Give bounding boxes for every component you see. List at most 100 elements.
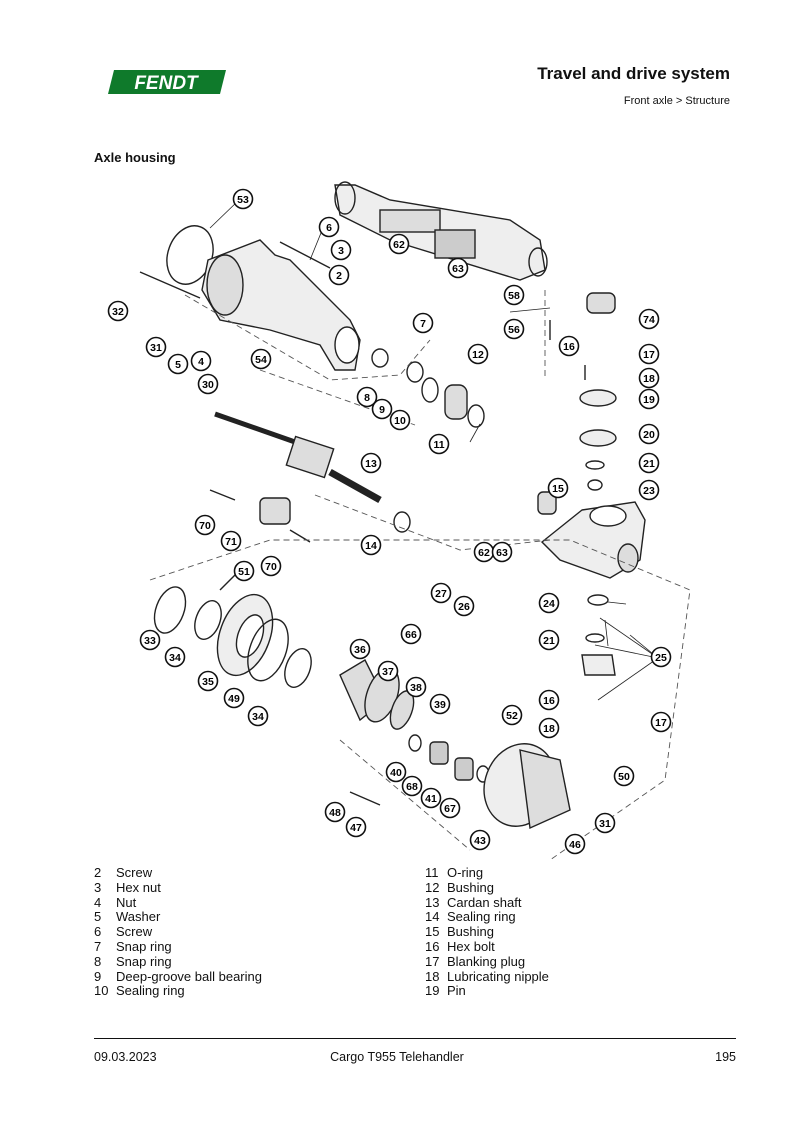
callout-62: 62 — [388, 233, 410, 255]
callout-number: 3 — [338, 245, 344, 257]
legend-number: 14 — [425, 909, 440, 925]
legend-number: 15 — [425, 924, 440, 940]
legend-number: 16 — [425, 938, 440, 954]
callout-circle — [197, 373, 219, 395]
legend-label: Washer — [116, 909, 161, 925]
callout-number: 17 — [643, 349, 655, 361]
callout-circle — [638, 479, 660, 501]
callout-number: 9 — [379, 404, 385, 416]
callout-68: 68 — [401, 775, 423, 797]
callout-circle — [439, 797, 461, 819]
legend-number: 6 — [94, 924, 102, 940]
callout-circle — [223, 687, 245, 709]
callout-circle — [385, 761, 407, 783]
callout-number: 12 — [472, 349, 484, 361]
callout-47: 47 — [345, 816, 367, 838]
callout-circle — [650, 711, 672, 733]
footer-product: Cargo T955 Telehandler — [330, 1050, 464, 1064]
callout-circle — [324, 801, 346, 823]
callout-4: 4 — [190, 350, 212, 372]
callout-number: 21 — [543, 635, 555, 647]
callout-circle — [107, 300, 129, 322]
callout-30: 30 — [197, 373, 219, 395]
callout-number: 34 — [252, 711, 264, 723]
legend-number: 2 — [94, 865, 102, 880]
callout-number: 58 — [508, 290, 520, 302]
page-number: 195 — [715, 1050, 736, 1064]
legend-label: Hex bolt — [447, 938, 495, 954]
callout-63: 63 — [491, 541, 513, 563]
callout-16: 16 — [538, 689, 560, 711]
callout-25: 25 — [650, 646, 672, 668]
callout-37: 37 — [377, 660, 399, 682]
callout-34: 34 — [164, 646, 186, 668]
footer-divider — [94, 1038, 736, 1039]
callout-circle — [503, 318, 525, 340]
callout-circle — [197, 670, 219, 692]
callout-11: 11 — [428, 433, 450, 455]
callout-50: 50 — [613, 765, 635, 787]
callout-circle — [491, 541, 513, 563]
callout-number: 4 — [198, 356, 204, 368]
legend-label: Pin — [447, 983, 466, 999]
callout-number: 16 — [563, 341, 575, 353]
callout-66: 66 — [400, 623, 422, 645]
callout-67: 67 — [439, 797, 461, 819]
callout-26: 26 — [453, 595, 475, 617]
legend-label: Sealing ring — [447, 909, 516, 925]
callout-circle — [260, 555, 282, 577]
callout-number: 20 — [643, 429, 655, 441]
callout-19: 19 — [638, 388, 660, 410]
callout-circle — [232, 188, 254, 210]
callout-54: 54 — [250, 348, 272, 370]
callout-74: 74 — [638, 308, 660, 330]
callout-circle — [453, 595, 475, 617]
callout-46: 46 — [564, 833, 586, 855]
callout-21: 21 — [538, 629, 560, 651]
callout-number: 32 — [112, 306, 124, 318]
callout-number: 71 — [225, 536, 237, 548]
callout-58: 58 — [503, 284, 525, 306]
callout-23: 23 — [638, 479, 660, 501]
callout-circle — [538, 629, 560, 651]
legend-row: 14 Sealing ring — [425, 910, 549, 925]
callout-number: 68 — [406, 781, 418, 793]
callout-number: 51 — [238, 566, 250, 578]
callout-41: 41 — [420, 787, 442, 809]
callout-number: 67 — [444, 803, 456, 815]
legend-label: Hex nut — [116, 879, 161, 895]
callout-circle — [360, 452, 382, 474]
callout-17: 17 — [638, 343, 660, 365]
callout-circle — [467, 343, 489, 365]
callout-13: 13 — [360, 452, 382, 474]
legend-label: Sealing ring — [116, 983, 185, 999]
callout-34: 34 — [247, 705, 269, 727]
callout-40: 40 — [385, 761, 407, 783]
callout-circle — [538, 592, 560, 614]
callout-49: 49 — [223, 687, 245, 709]
breadcrumb: Front axle > Structure — [623, 95, 730, 107]
callout-circle — [447, 257, 469, 279]
legend-label: Blanking plug — [447, 953, 526, 969]
callout-number: 10 — [394, 415, 406, 427]
callout-number: 40 — [390, 767, 402, 779]
callout-circle — [469, 829, 491, 851]
callout-number: 33 — [144, 635, 156, 647]
callout-circle — [638, 308, 660, 330]
callout-circle — [388, 233, 410, 255]
callout-circle — [538, 689, 560, 711]
fendt-logo: FENDT — [108, 70, 226, 94]
legend-label: O-ring — [447, 865, 484, 880]
legend-label: Lubricating nipple — [447, 968, 549, 984]
callout-20: 20 — [638, 423, 660, 445]
callout-number: 34 — [169, 652, 181, 664]
callout-number: 2 — [336, 270, 342, 282]
callout-number: 11 — [433, 439, 444, 451]
callout-circle — [190, 350, 212, 372]
